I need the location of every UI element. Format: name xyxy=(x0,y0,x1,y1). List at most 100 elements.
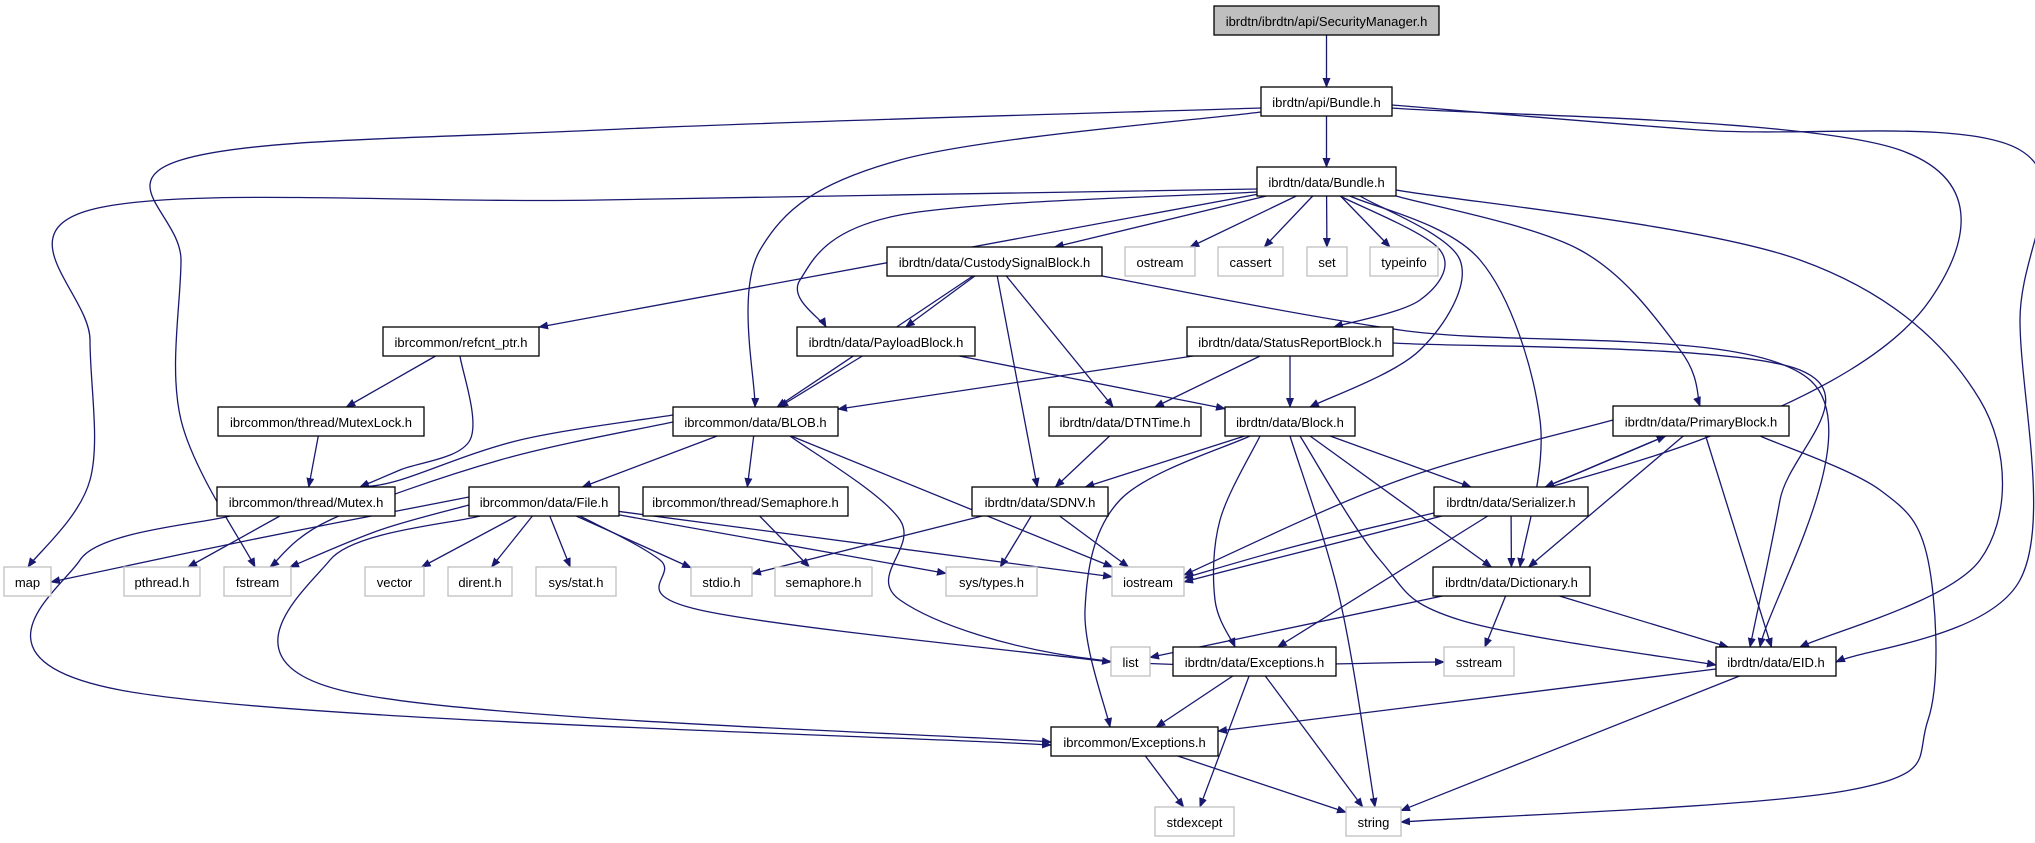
node-data_exceptions[interactable]: ibrdtn/data/Exceptions.h xyxy=(1172,646,1337,677)
nodes-layer: ibrdtn/ibrdtn/api/SecurityManager.h ibrdt… xyxy=(3,5,1837,837)
node-file[interactable]: ibrcommon/data/File.h xyxy=(468,486,620,517)
node-typeinfo: typeinfo xyxy=(1369,246,1439,277)
node-statusreport[interactable]: ibrdtn/data/StatusReportBlock.h xyxy=(1186,326,1394,357)
edge-block-to-dictionary xyxy=(1309,435,1493,568)
edge-mutex-to-pthread xyxy=(187,515,281,568)
node-box xyxy=(1050,726,1219,757)
edge-blob-to-semaphore_h xyxy=(744,435,755,488)
node-stdexcept: stdexcept xyxy=(1154,806,1235,837)
node-dirent: dirent.h xyxy=(447,566,513,597)
node-semaphore_h[interactable]: ibrcommon/thread/Semaphore.h xyxy=(642,486,849,517)
node-box xyxy=(217,406,425,437)
node-box xyxy=(796,326,976,357)
node-semaphore_sys: semaphore.h xyxy=(774,566,873,597)
edge-primary-to-dictionary xyxy=(1527,435,1684,568)
node-box xyxy=(364,566,425,597)
node-box xyxy=(1432,566,1591,597)
edge-primary-to-eid xyxy=(1705,435,1773,648)
edge-statusreport-to-dtntime xyxy=(1154,355,1261,408)
node-box xyxy=(3,566,52,597)
node-common_exceptions[interactable]: ibrcommon/Exceptions.h xyxy=(1050,726,1219,757)
node-label: ibrdtn/data/StatusReportBlock.h xyxy=(1198,335,1382,350)
node-cassert: cassert xyxy=(1217,246,1284,277)
node-custody[interactable]: ibrdtn/data/CustodySignalBlock.h xyxy=(886,246,1103,277)
node-label: ibrdtn/data/Dictionary.h xyxy=(1445,575,1578,590)
node-label: ibrdtn/data/Block.h xyxy=(1236,415,1344,430)
node-label: ibrdtn/api/Bundle.h xyxy=(1272,95,1380,110)
node-box xyxy=(1612,405,1790,437)
node-box xyxy=(1345,806,1402,837)
node-label: semaphore.h xyxy=(786,575,862,590)
edge-primary-to-iostream xyxy=(1183,419,1614,576)
node-label: set xyxy=(1318,255,1336,270)
node-box xyxy=(774,566,873,597)
node-label: ibrcommon/data/File.h xyxy=(480,495,609,510)
node-label: ibrdtn/data/SDNV.h xyxy=(985,495,1096,510)
node-box xyxy=(1186,326,1394,357)
node-box xyxy=(690,566,753,597)
node-set: set xyxy=(1306,246,1348,277)
node-label: dirent.h xyxy=(458,575,501,590)
node-serializer[interactable]: ibrdtn/data/Serializer.h xyxy=(1433,486,1589,517)
node-mutex[interactable]: ibrcommon/thread/Mutex.h xyxy=(216,486,396,517)
edge-file-to-stdio xyxy=(575,515,692,569)
node-label: ibrdtn/data/DTNTime.h xyxy=(1059,415,1190,430)
node-label: ibrcommon/refcnt_ptr.h xyxy=(395,335,528,350)
edge-data_bundle-to-statusreport xyxy=(1333,195,1446,329)
node-iostream: iostream xyxy=(1111,566,1185,597)
edge-data_bundle-to-custody xyxy=(1053,195,1267,249)
node-label: ibrdtn/data/Exceptions.h xyxy=(1185,655,1324,670)
node-label: sstream xyxy=(1456,655,1502,670)
node-box xyxy=(672,406,839,437)
edge-custody-to-eid xyxy=(1101,275,1830,648)
edge-statusreport-to-eid xyxy=(1392,342,1827,648)
node-box xyxy=(945,566,1038,597)
edge-data_exceptions-to-stdexcept xyxy=(1199,675,1250,808)
node-label: map xyxy=(15,575,40,590)
node-block[interactable]: ibrdtn/data/Block.h xyxy=(1224,406,1356,437)
node-list: list xyxy=(1110,646,1151,677)
edge-data_bundle-to-map xyxy=(27,188,1258,568)
node-eid[interactable]: ibrdtn/data/EID.h xyxy=(1715,646,1837,677)
edge-block-to-data_exceptions xyxy=(1212,435,1261,648)
node-mutexlock[interactable]: ibrcommon/thread/MutexLock.h xyxy=(217,406,425,437)
edge-api_bundle-to-fstream xyxy=(149,107,1262,568)
node-label: ibrdtn/data/Serializer.h xyxy=(1446,495,1575,510)
node-box xyxy=(1260,86,1393,117)
node-data_bundle[interactable]: ibrdtn/data/Bundle.h xyxy=(1256,166,1397,197)
node-blob[interactable]: ibrcommon/data/BLOB.h xyxy=(672,406,839,437)
node-systypes: sys/types.h xyxy=(945,566,1038,597)
node-primary[interactable]: ibrdtn/data/PrimaryBlock.h xyxy=(1612,405,1790,437)
edge-eid-to-string xyxy=(1400,675,1740,812)
node-label: ibrcommon/thread/Semaphore.h xyxy=(652,495,838,510)
edge-block-to-string xyxy=(1289,435,1378,808)
node-label: string xyxy=(1358,815,1390,830)
edge-blob-to-file xyxy=(581,435,718,488)
node-label: ibrcommon/thread/MutexLock.h xyxy=(230,415,412,430)
edge-common_exceptions-to-string xyxy=(1177,755,1347,814)
node-label: list xyxy=(1123,655,1139,670)
node-box xyxy=(1217,246,1284,277)
node-api_bundle[interactable]: ibrdtn/api/Bundle.h xyxy=(1260,86,1393,117)
edge-sdnv-to-iostream xyxy=(1059,515,1130,568)
node-payload[interactable]: ibrdtn/data/PayloadBlock.h xyxy=(796,326,976,357)
node-sysstat: sys/stat.h xyxy=(535,566,617,597)
edge-mutexlock-to-mutex xyxy=(306,435,319,488)
node-label: ibrcommon/data/BLOB.h xyxy=(684,415,826,430)
edge-file-to-map xyxy=(50,496,470,585)
edge-file-to-systypes xyxy=(618,514,947,576)
node-box xyxy=(468,486,620,517)
node-refcnt[interactable]: ibrcommon/refcnt_ptr.h xyxy=(382,326,540,357)
edges-layer xyxy=(27,35,2035,826)
node-box xyxy=(1256,166,1397,197)
node-box xyxy=(1715,646,1837,677)
edge-serializer-to-iostream xyxy=(1183,512,1435,580)
node-root[interactable]: ibrdtn/ibrdtn/api/SecurityManager.h xyxy=(1213,5,1440,36)
node-dtntime[interactable]: ibrdtn/data/DTNTime.h xyxy=(1048,406,1202,437)
node-sdnv[interactable]: ibrdtn/data/SDNV.h xyxy=(971,486,1109,517)
node-dictionary[interactable]: ibrdtn/data/Dictionary.h xyxy=(1432,566,1591,597)
node-sstream: sstream xyxy=(1443,646,1515,677)
edge-data_bundle-to-eid xyxy=(1395,189,2004,648)
edge-custody-to-dtntime xyxy=(1005,275,1114,408)
